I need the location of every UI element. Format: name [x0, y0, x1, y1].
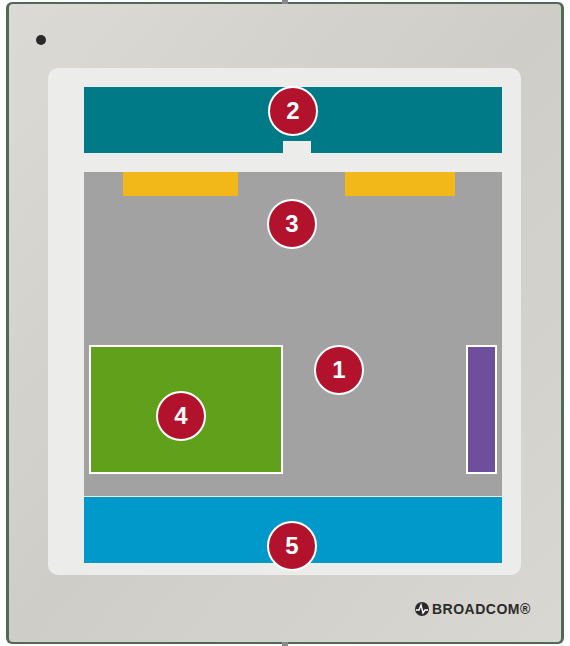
die-area	[48, 68, 521, 575]
callout-circle: 1	[314, 345, 364, 395]
green-block	[91, 347, 281, 472]
core-region	[84, 172, 502, 496]
notch-mark	[282, 0, 288, 4]
green-block-border	[89, 345, 283, 474]
callout-number: 5	[285, 534, 298, 558]
callout-number: 2	[286, 99, 299, 123]
top-band	[84, 87, 502, 153]
callout-circle: 4	[156, 391, 206, 441]
callout-number: 4	[174, 404, 187, 428]
heat-spreader-lid	[9, 4, 561, 642]
pin1-mark	[36, 35, 46, 45]
notch-mark	[282, 642, 288, 646]
brand-name: BROADCOM®	[432, 602, 531, 616]
callout-circle: 3	[267, 199, 317, 249]
broadcom-logo-icon	[415, 602, 429, 616]
callout-number: 1	[332, 358, 345, 382]
callout-number: 3	[285, 212, 298, 236]
yellow-block	[345, 172, 455, 196]
callout-circle: 5	[267, 521, 317, 571]
substrate	[6, 2, 564, 644]
yellow-block	[123, 172, 238, 196]
callout-circle: 2	[268, 86, 318, 136]
band-gap	[283, 141, 311, 154]
purple-block-border	[466, 345, 497, 474]
purple-block	[468, 347, 495, 472]
